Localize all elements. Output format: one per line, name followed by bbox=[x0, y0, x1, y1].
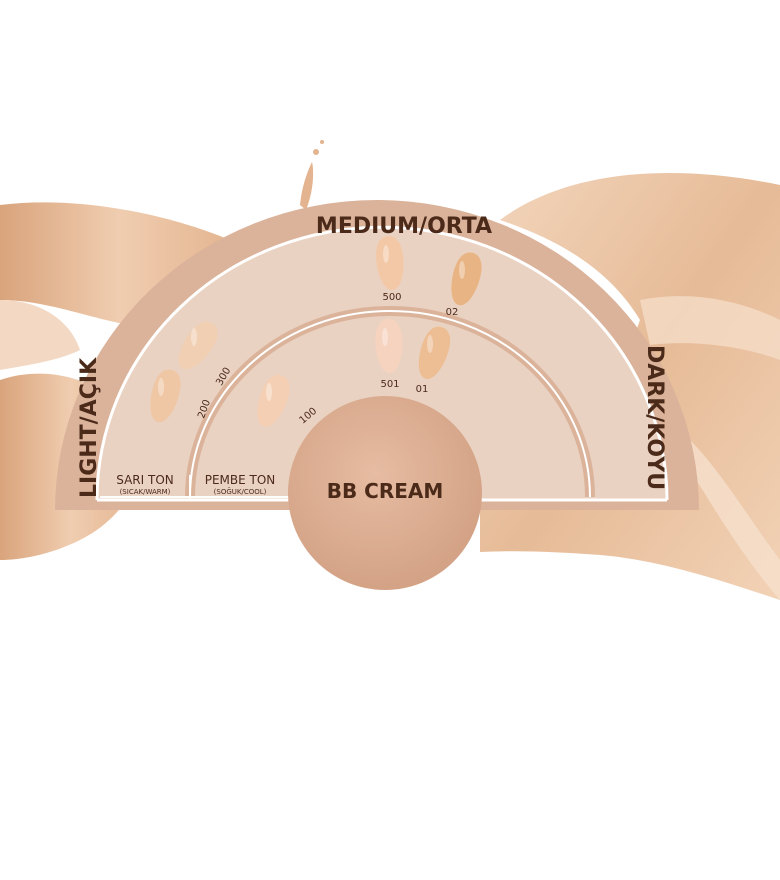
arc-label-dark: DARK/KOYU bbox=[642, 345, 667, 490]
shade-highlight bbox=[383, 245, 389, 263]
arc-label-light: LIGHT/AÇIK bbox=[77, 357, 102, 498]
shade-blob bbox=[375, 319, 403, 373]
arc-label-medium: MEDIUM/ORTA bbox=[316, 214, 492, 239]
tone-group-cool-name: PEMBE TON bbox=[205, 473, 276, 487]
shade-code-label: 01 bbox=[416, 384, 429, 395]
center-circle bbox=[288, 396, 482, 590]
shade-blob bbox=[257, 374, 290, 427]
shade-highlight bbox=[459, 261, 465, 279]
shade-code-label: 501 bbox=[380, 379, 399, 390]
shade-blob bbox=[178, 321, 218, 370]
inner-arc-band bbox=[100, 306, 595, 500]
tone-group-warm-name: SARI TON bbox=[116, 473, 174, 487]
shade-swatch-500: 500 bbox=[376, 236, 404, 303]
shade-swatch-02: 02 bbox=[446, 252, 482, 318]
shade-highlight bbox=[266, 383, 272, 401]
shade-blob bbox=[150, 369, 181, 423]
shade-swatch-01: 01 bbox=[416, 326, 451, 395]
shade-highlight bbox=[158, 378, 164, 396]
shade-blob bbox=[376, 236, 404, 290]
shade-swatch-501: 501 bbox=[375, 319, 403, 390]
shade-code-label: 02 bbox=[446, 307, 459, 318]
shade-highlight bbox=[382, 328, 388, 346]
shade-highlight bbox=[191, 328, 197, 346]
shade-blob bbox=[451, 252, 482, 306]
tone-group-cool-sub: (SOĞUK/COOL) bbox=[214, 487, 267, 496]
shade-blob bbox=[418, 326, 451, 379]
cream-drop bbox=[300, 140, 324, 210]
center-label: BB CREAM bbox=[327, 479, 444, 503]
shade-highlight bbox=[427, 335, 433, 353]
tone-group-warm-sub: (SICAK/WARM) bbox=[120, 488, 171, 496]
shade-code-label: 500 bbox=[382, 292, 401, 303]
